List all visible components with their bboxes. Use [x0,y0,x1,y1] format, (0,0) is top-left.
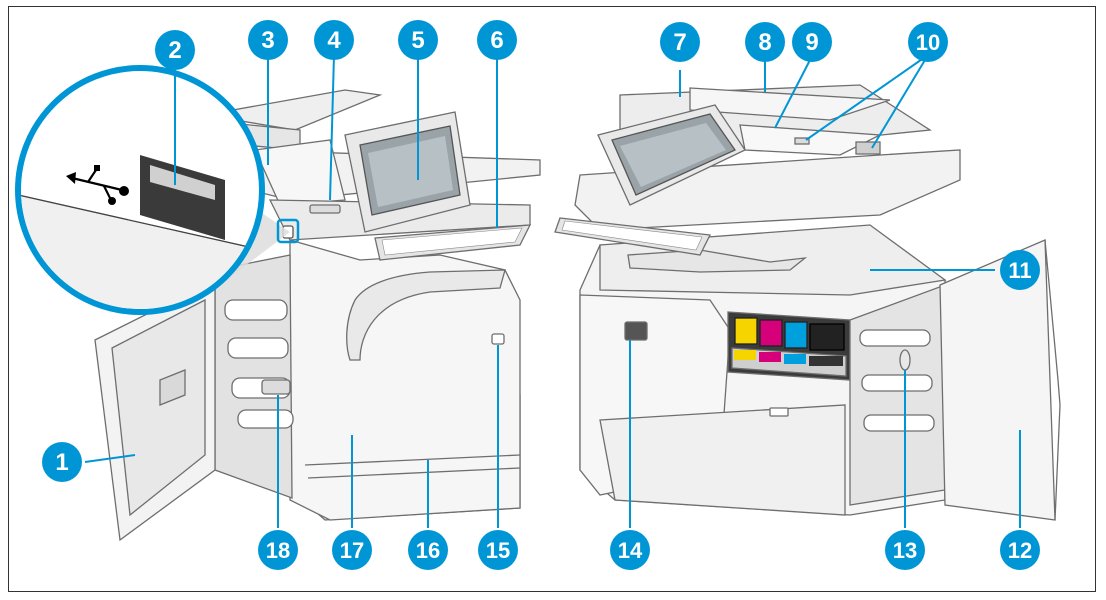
callout-circle [478,530,518,570]
control-panel-right [597,104,746,206]
power-button-icon [491,333,505,345]
callout-circle [42,442,82,482]
callout-number: 3 [261,27,274,54]
callout-number: 5 [411,27,424,54]
output-bin [346,269,506,361]
callout-circle [1000,530,1040,570]
callout-8: 8 [745,22,785,62]
callout-circle [745,22,785,62]
callout-number: 9 [805,29,818,56]
callout-circle [660,22,700,62]
diagram-frame [8,6,1096,592]
callout-3: 3 [248,20,288,60]
callout-5: 5 [398,20,438,60]
leader-lines [84,54,1021,528]
keyboard-right [554,217,711,256]
callout-number: 15 [486,538,510,563]
callout-circle [610,530,650,570]
callout-10: 10 [908,22,948,62]
left-door-latch [159,369,186,406]
callout-number: 7 [673,29,686,56]
callout-number: 14 [618,538,643,563]
collection-unit-handle [261,379,291,395]
right-lower-tray [599,404,846,516]
callout-circle [408,530,448,570]
callout-number: 2 [168,37,181,64]
right-adf-output [739,124,883,156]
magnified-usb-area [21,155,259,309]
right-internal-rollers [859,329,935,432]
callout-circle [885,530,925,570]
paper-guide-1 [794,137,810,145]
callout-12: 12 [1000,530,1040,570]
callout-number: 12 [1008,538,1032,563]
callout-number: 6 [490,27,503,54]
callout-circle [258,530,298,570]
callout-circle [908,22,948,62]
adf-tray [204,89,383,131]
output-tray-right [627,249,808,273]
callout-number: 1 [55,449,68,476]
callout-2: 2 [155,30,195,70]
callout-number: 18 [266,538,290,563]
callout-number: 10 [916,30,940,55]
callout-6: 6 [477,20,517,60]
magenta-cartridge [759,319,783,347]
callout-16: 16 [408,530,448,570]
scanner-lid [254,139,346,206]
callout-15: 15 [478,530,518,570]
yellow-cartridge [734,317,758,345]
callout-circle [314,20,354,60]
callout-13: 13 [885,530,925,570]
tray-divider-2 [307,467,521,479]
callout-circle [248,20,288,60]
tray-divider [304,454,521,466]
right-door-handle [899,349,911,371]
cyan-cartridge [784,321,808,349]
black-cartridge [809,323,845,351]
callout-4: 4 [314,20,354,60]
hip-pocket [309,204,341,214]
callout-1: 1 [42,442,82,482]
callout-number: 8 [758,29,771,56]
right-door-edge [1044,239,1061,521]
callout-circle [1000,250,1040,290]
paper-guide-2 [855,141,881,155]
left-printer [94,89,541,542]
callout-number: 11 [1008,258,1031,283]
callout-14: 14 [610,530,650,570]
left-door-inner [111,298,206,517]
callout-circle [477,20,517,60]
callout-number: 13 [893,538,917,563]
tray-label [769,407,789,417]
callout-number: 16 [416,538,440,563]
keyboard-left [374,224,532,261]
left-side-interior [214,254,293,499]
usb-zoom-target [276,218,300,244]
callout-circle [792,22,832,62]
right-adf-input-tray [689,87,891,121]
callout-7: 7 [660,22,700,62]
callout-18: 18 [258,530,298,570]
callout-9: 9 [792,22,832,62]
control-panel-left [344,111,471,233]
usb-icon [66,165,129,205]
callout-number: 17 [340,538,364,563]
ink-cartridge-bay [727,311,851,381]
right-side-interior [849,284,946,506]
callout-circle [398,20,438,60]
callout-11: 11 [1000,250,1040,290]
right-printer [554,84,1061,521]
door-handle [624,321,648,341]
callout-17: 17 [332,530,372,570]
callout-circle [332,530,372,570]
usb-magnifier [15,65,300,315]
callout-number: 4 [327,27,341,54]
callout-circle [155,30,195,70]
right-door-open [939,239,1056,521]
